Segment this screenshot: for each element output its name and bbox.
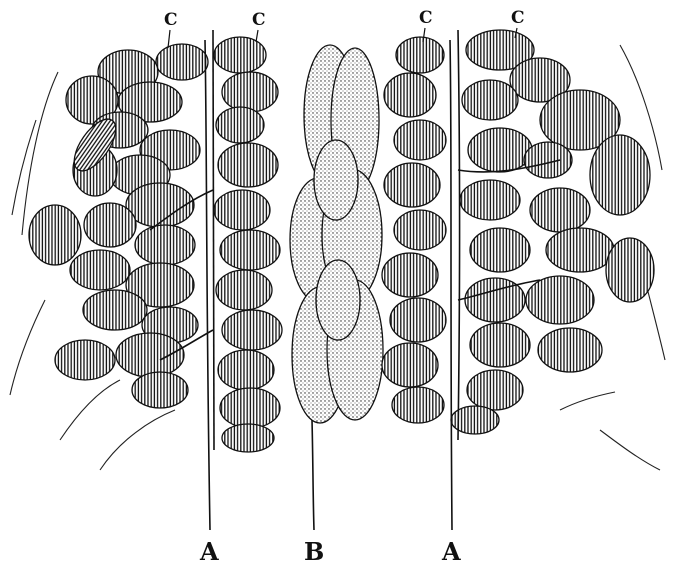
center-gland-cluster [290, 45, 383, 530]
left-gland-cluster [29, 30, 282, 530]
label-c-2: C [252, 10, 266, 30]
label-c-3: C [419, 8, 433, 28]
label-c-4: C [511, 8, 525, 28]
label-b-center: B [304, 537, 324, 566]
center-gland-lobules [290, 45, 383, 423]
center-duct [312, 420, 314, 530]
right-gland-lobules [382, 30, 654, 434]
label-a-left: A [199, 537, 219, 566]
label-a-right: A [441, 537, 461, 566]
left-gland-lobules [29, 37, 282, 452]
right-gland-cluster [382, 30, 654, 530]
label-c-1: C [164, 10, 178, 30]
